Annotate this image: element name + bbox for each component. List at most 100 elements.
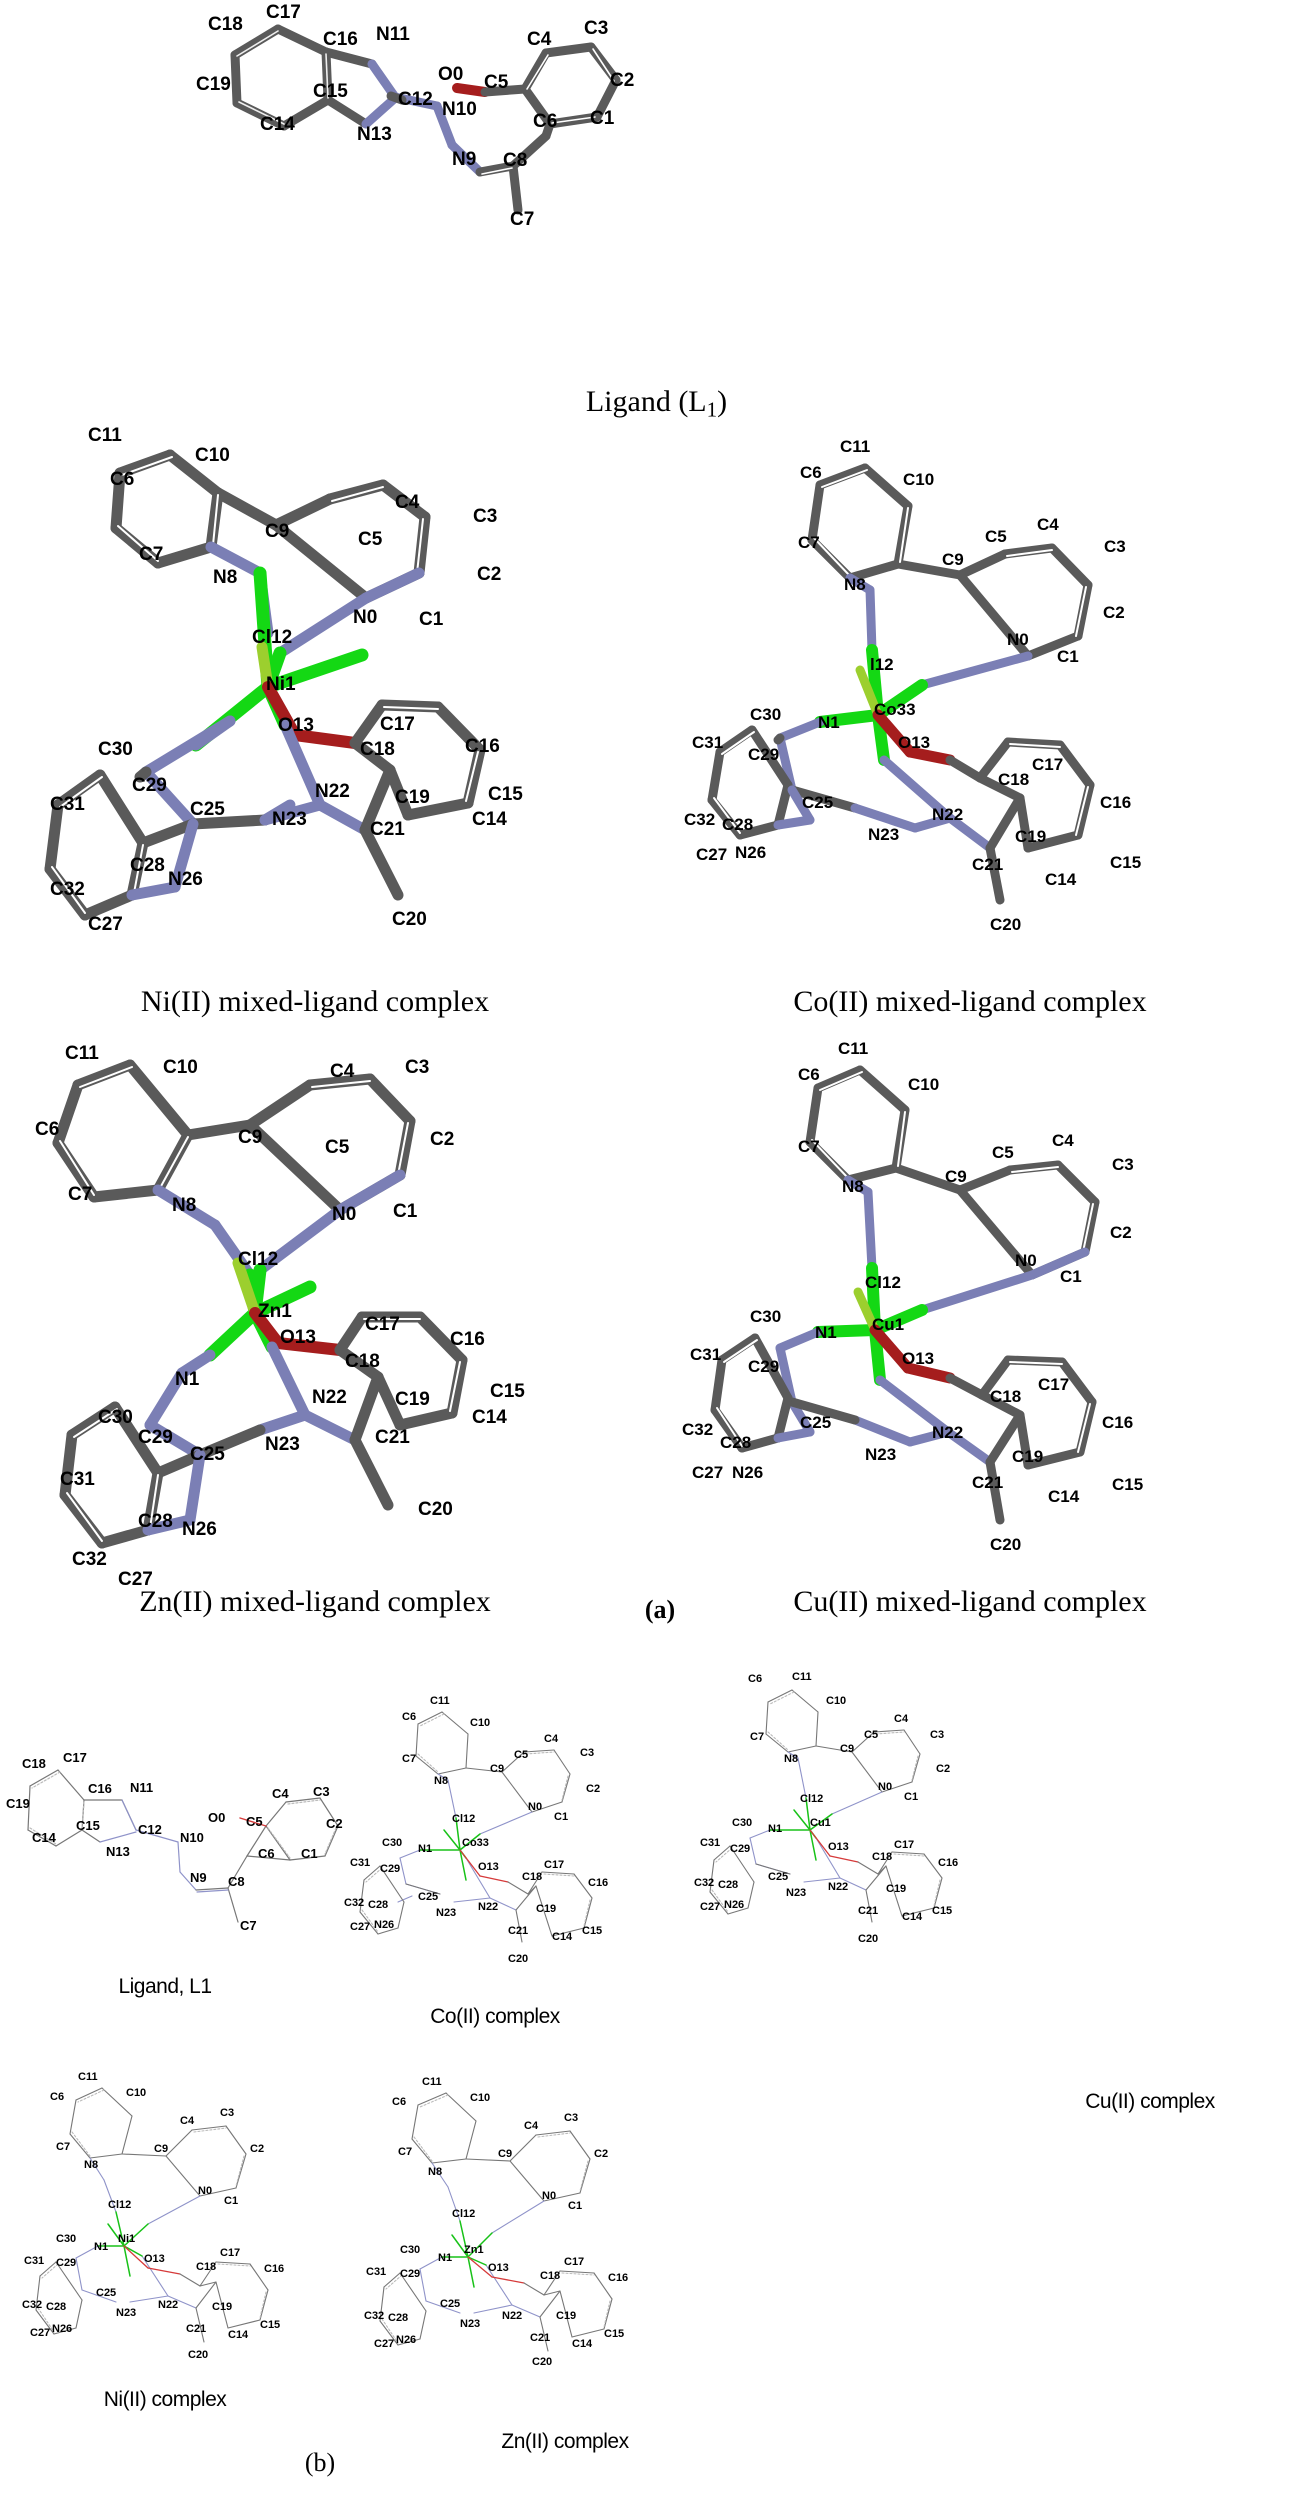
atom-label-C5: C5 [514,1749,528,1761]
atom-label-C16: C16 [588,1877,608,1889]
atom-label-Cl12: Cl12 [452,1813,475,1825]
atom-label-N26: N26 [732,1463,763,1482]
atom-label-C6: C6 [748,1673,762,1685]
atom-label-C14: C14 [902,1911,923,1923]
atom-label-C7: C7 [510,209,534,230]
atom-label-N0: N0 [878,1781,892,1793]
atom-label-C27: C27 [374,2338,394,2350]
atom-label-C6: C6 [392,2096,406,2108]
panel-b-label: (b) [304,2448,336,2477]
atom-label-N13: N13 [357,124,392,145]
atom-label-C2: C2 [594,2148,608,2160]
atom-label-C20: C20 [418,1499,453,1520]
atom-label-N0: N0 [1007,630,1029,649]
atom-label-C15: C15 [76,1818,100,1833]
atom-label-C11: C11 [838,1039,868,1058]
atom-label-C10: C10 [903,470,934,489]
atom-label-C30: C30 [98,739,133,760]
atom-label-C31: C31 [366,2266,386,2278]
atom-label-C14: C14 [552,1931,573,1943]
atom-label-C6: C6 [402,1711,416,1723]
atom-label-N8: N8 [844,575,866,594]
atom-label-C5: C5 [325,1137,350,1158]
atom-label-N8: N8 [172,1195,196,1216]
atom-label-C31: C31 [50,794,85,815]
atom-label-C27: C27 [696,845,727,864]
cu-complex-caption: Cu(II) mixed-ligand complex [793,1585,1147,1618]
atom-label-C5: C5 [985,527,1007,546]
atom-label-Cl12: Cl12 [252,627,292,648]
atom-label-C20: C20 [392,909,427,930]
atom-label-N8: N8 [434,1775,448,1787]
atom-label-C15: C15 [490,1381,525,1402]
atom-label-C6: C6 [798,1065,820,1084]
atom-label-C18: C18 [360,739,395,760]
atom-label-C1: C1 [568,2200,582,2212]
atom-label-N0: N0 [1015,1251,1037,1270]
atom-label-Cl12: Cl12 [865,1273,901,1292]
cu-wireframe-panel: C6 C11 C10 C7 N8 C9 C5 C4 C3 N0 C2 C1 Cl… [680,1660,1010,1950]
atom-label-C6: C6 [800,463,822,482]
atom-label-C5: C5 [992,1143,1014,1162]
atom-label-C5: C5 [358,529,383,550]
atom-label-C4: C4 [1037,515,1059,534]
atom-label-C2: C2 [430,1129,454,1150]
atom-label-C3: C3 [930,1729,944,1741]
atom-label-C15: C15 [604,2328,624,2340]
atom-label-C19: C19 [556,2310,576,2322]
atom-label-N23: N23 [786,1887,806,1899]
atom-label-C10: C10 [470,1717,490,1729]
atom-label-C28: C28 [388,2312,408,2324]
atom-label-N10: N10 [442,99,477,120]
atom-label-N1: N1 [94,2241,108,2253]
atom-label-N22: N22 [315,781,350,802]
atom-label-C15: C15 [313,81,348,102]
atom-label-C3: C3 [1112,1155,1134,1174]
co-wireframe-panel: C11 C6 C10 C7 N8 C9 C5 C4 C3 N0 C2 C1 Cl… [330,1690,660,1970]
atom-label-C14: C14 [228,2329,249,2341]
atom-label-C9: C9 [490,1763,504,1775]
atom-label-C20: C20 [508,1953,528,1965]
atom-label-C14: C14 [472,809,507,830]
atom-label-C21: C21 [972,1473,1003,1492]
atom-label-C2: C2 [586,1783,600,1795]
atom-label-C1: C1 [590,108,615,129]
atom-label-C28: C28 [720,1433,751,1452]
atom-label-C18: C18 [998,770,1029,789]
atom-label-N23: N23 [460,2318,480,2330]
atom-label-O13: O13 [902,1349,934,1368]
atom-label-C5: C5 [864,1729,878,1741]
atom-label-N23: N23 [116,2307,136,2319]
atom-label-C25: C25 [190,1444,225,1465]
atom-label-C16: C16 [1102,1413,1133,1432]
atom-label-C4: C4 [1052,1131,1074,1150]
atom-label-C21: C21 [375,1427,410,1448]
atom-label-C2: C2 [1103,603,1125,622]
atom-label-C18: C18 [540,2270,560,2282]
atom-label-C2: C2 [1110,1223,1132,1242]
atom-label-C10: C10 [826,1695,846,1707]
atom-label-C3: C3 [580,1747,594,1759]
atom-label-C3: C3 [405,1057,429,1078]
atom-label-Co33: Co33 [462,1837,489,1849]
atom-label-C29: C29 [138,1427,173,1448]
atom-label-N8: N8 [842,1177,864,1196]
atom-label-C25: C25 [190,799,225,820]
atom-label-N26: N26 [735,843,766,862]
atom-label-C28: C28 [718,1879,738,1891]
cu-complex-structure-panel: C11 C6 C10 C7 N8 C9 C5 C4 C3 N0 C2 C1 Cl… [660,1030,1280,1560]
atom-label-C7: C7 [68,1184,92,1205]
atom-label-C1: C1 [554,1811,568,1823]
atom-label-C5: C5 [246,1814,263,1829]
ligand-bonds [230,24,621,215]
panel-a-label: (a) [644,1595,676,1624]
atom-label-N11: N11 [130,1780,153,1795]
zn-complex-structure-panel: C11 C10 C6 C9 C4 C3 C7 N8 C5 N0 C2 C1 Cl… [10,1025,630,1590]
atom-label-C8: C8 [228,1874,245,1889]
atom-label-N22: N22 [158,2299,178,2311]
atom-label-C14: C14 [472,1407,507,1428]
atom-label-C29: C29 [380,1863,400,1875]
atom-label-C2: C2 [936,1763,950,1775]
atom-label-N22: N22 [312,1387,347,1408]
atom-label-C3: C3 [220,2107,234,2119]
